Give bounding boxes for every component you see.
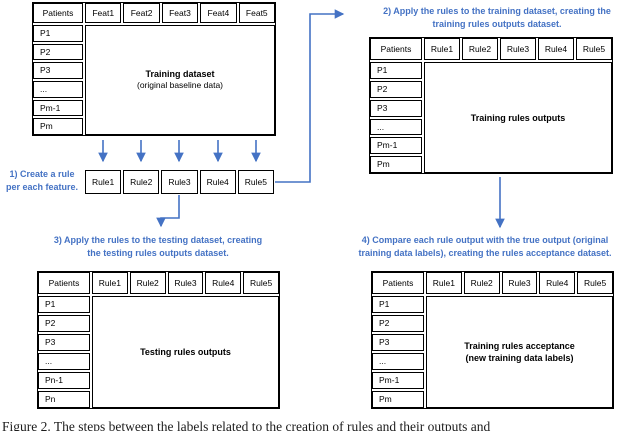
column-header-rule5: Rule5 [243,272,279,294]
step4-line1: 4) Compare each rule output with the tru… [361,235,609,245]
step1-line1: 1) Create a rule [9,169,75,179]
step1-line2: per each feature. [5,181,79,192]
row-label: P2 [372,315,424,332]
figure-caption: Figure 2. The steps between the labels r… [2,419,491,431]
training-dataset-body: Training dataset (original baseline data… [85,25,275,135]
column-header-patients: Patients [33,3,83,23]
column-header-patients: Patients [370,38,422,60]
rule3-box: Rule3 [161,170,198,194]
table-title: Training rules acceptance [464,341,575,351]
rule4-box: Rule4 [199,170,236,194]
testing-rules-outputs-table: Patients Rule1 Rule2 Rule3 Rule4 Rule5 T… [38,272,279,408]
row-label: P3 [33,62,83,79]
step2-label: 2) Apply the rules to the training datas… [352,5,640,30]
column-header-feat4: Feat4 [200,3,237,23]
row-label: Pm [372,391,424,408]
column-header-feat2: Feat2 [123,3,160,23]
step1-label: 1) Create a rule per each feature. [0,168,84,193]
column-header-rule3: Rule3 [501,272,538,294]
column-header-rule1: Rule1 [426,272,462,294]
column-header-patients: Patients [38,272,90,294]
table-title: Testing rules outputs [140,347,231,357]
row-label: Pm-1 [370,137,422,155]
column-header-rule4: Rule4 [538,38,574,60]
row-label: P1 [33,25,83,42]
row-label-ellipsis: ... [370,118,422,136]
row-label: P2 [33,43,83,61]
row-label: Pn [38,391,90,408]
column-header-rule1: Rule1 [92,272,128,294]
row-label: P3 [370,99,422,117]
column-header-rule5: Rule5 [576,38,612,60]
rule1-box: Rule1 [85,170,122,194]
rules-acceptance-body: Training rules acceptance (new training … [426,296,613,408]
arrow-rules-to-step2 [275,9,345,183]
rule5-box: Rule5 [237,170,274,194]
column-header-rule1: Rule1 [424,38,460,60]
row-label: P1 [38,296,90,313]
column-header-feat3: Feat3 [161,3,199,23]
row-label: Pm-1 [33,99,83,117]
table-title: Training rules outputs [470,112,566,123]
column-header-rule4: Rule4 [205,272,242,294]
step3-label: 3) Apply the rules to the testing datase… [18,234,298,259]
arrow-rules-to-step3 [156,195,180,228]
column-header-rule4: Rule4 [539,272,576,294]
column-header-rule2: Rule2 [463,272,500,294]
row-label-ellipsis: ... [38,353,90,370]
rule-strip: Rule1 Rule2 Rule3 Rule4 Rule5 [85,170,274,194]
row-label-ellipsis: ... [33,80,83,98]
row-label: P1 [372,296,424,313]
column-header-rule3: Rule3 [167,272,204,294]
training-dataset-table: Patients Feat1 Feat2 Feat3 Feat4 Feat5 T… [33,3,275,135]
row-label: P2 [38,315,90,332]
training-rules-outputs-table: Patients Rule1 Rule2 Rule3 Rule4 Rule5 T… [370,38,612,173]
step2-line1: 2) Apply the rules to the training datas… [383,6,611,16]
row-label: Pm [370,156,422,173]
step4-label: 4) Compare each rule output with the tru… [330,234,640,259]
step2-line2: training rules outputs dataset. [432,18,562,29]
table-title: Training dataset [145,69,215,80]
column-header-feat5: Feat5 [238,3,275,23]
row-label: P3 [372,334,424,351]
column-header-patients: Patients [372,272,424,294]
row-label: Pm-1 [372,372,424,389]
column-header-rule3: Rule3 [500,38,536,60]
column-header-rule2: Rule2 [462,38,498,60]
table-subtitle: (original baseline data) [137,80,223,91]
testing-rules-outputs-body: Testing rules outputs [92,296,279,408]
table-subtitle: (new training data labels) [465,353,574,363]
training-rules-outputs-body: Training rules outputs [424,62,612,173]
rule2-box: Rule2 [123,170,160,194]
step3-line1: 3) Apply the rules to the testing datase… [53,235,263,245]
column-header-rule5: Rule5 [577,272,613,294]
row-label: P1 [370,62,422,79]
row-label: P2 [370,80,422,98]
rules-acceptance-table: Patients Rule1 Rule2 Rule3 Rule4 Rule5 T… [372,272,613,408]
column-header-feat1: Feat1 [85,3,122,23]
row-label: P3 [38,334,90,351]
row-label-ellipsis: ... [372,353,424,370]
column-header-rule2: Rule2 [129,272,166,294]
row-label: Pm [33,118,83,135]
row-label: Pn-1 [38,372,90,389]
step3-line2: the testing rules outputs dataset. [87,247,229,258]
step4-line2: training data labels), creating the rule… [358,247,612,258]
